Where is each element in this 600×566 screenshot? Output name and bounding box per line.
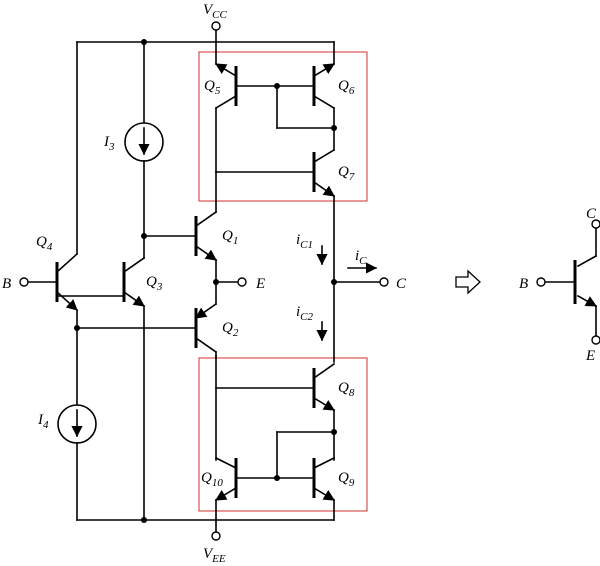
q4-label: Q4 [36,234,53,253]
q9-label: Q9 [338,470,355,489]
i4-label: I4 [37,412,49,431]
transistor-q5 [214,41,238,173]
q6-label: Q6 [338,78,355,97]
vee-rail [76,519,335,533]
vee-label: VEE [203,546,226,565]
input-terminal-b [19,277,58,287]
emitter-node-e [213,277,247,287]
current-source-i3 [124,41,164,259]
equiv-e-label: E [585,348,595,364]
vcc-terminal [211,21,221,31]
terminal-c-label: C [396,276,407,292]
ic-label: iC [355,248,367,267]
transistor-q2 [194,302,218,359]
transistor-q4 [55,41,79,405]
q1-label: Q1 [222,228,238,247]
vcc-rail [76,29,335,43]
q10-label: Q10 [201,470,223,489]
q2-label: Q2 [222,320,239,339]
transistor-q8 [312,362,336,461]
q3-label: Q3 [146,274,163,293]
transistor-q6 [312,41,336,151]
vcc-label: VCC [203,2,228,21]
equivalent-transistor-symbol [536,219,600,345]
ic1-label: iC1 [296,232,313,251]
terminal-e-label: E [255,276,265,292]
equiv-c-label: C [586,206,597,222]
terminal-b-label: B [2,276,11,292]
transistor-q3 [122,256,146,521]
output-node-c [331,277,389,287]
equiv-b-label: B [519,276,528,292]
current-mirror-bottom-box [198,357,368,512]
transistor-q7 [312,148,336,363]
q7-label: Q7 [338,164,355,183]
vee-terminal [211,531,221,541]
current-mirror-top-box [198,51,368,202]
current-source-i4 [57,404,97,521]
q5-label: Q5 [204,78,221,97]
hollow-right-arrow-icon [455,269,481,295]
ic2-label: iC2 [296,304,314,323]
i3-label: I3 [103,134,115,153]
q8-label: Q8 [338,380,355,399]
